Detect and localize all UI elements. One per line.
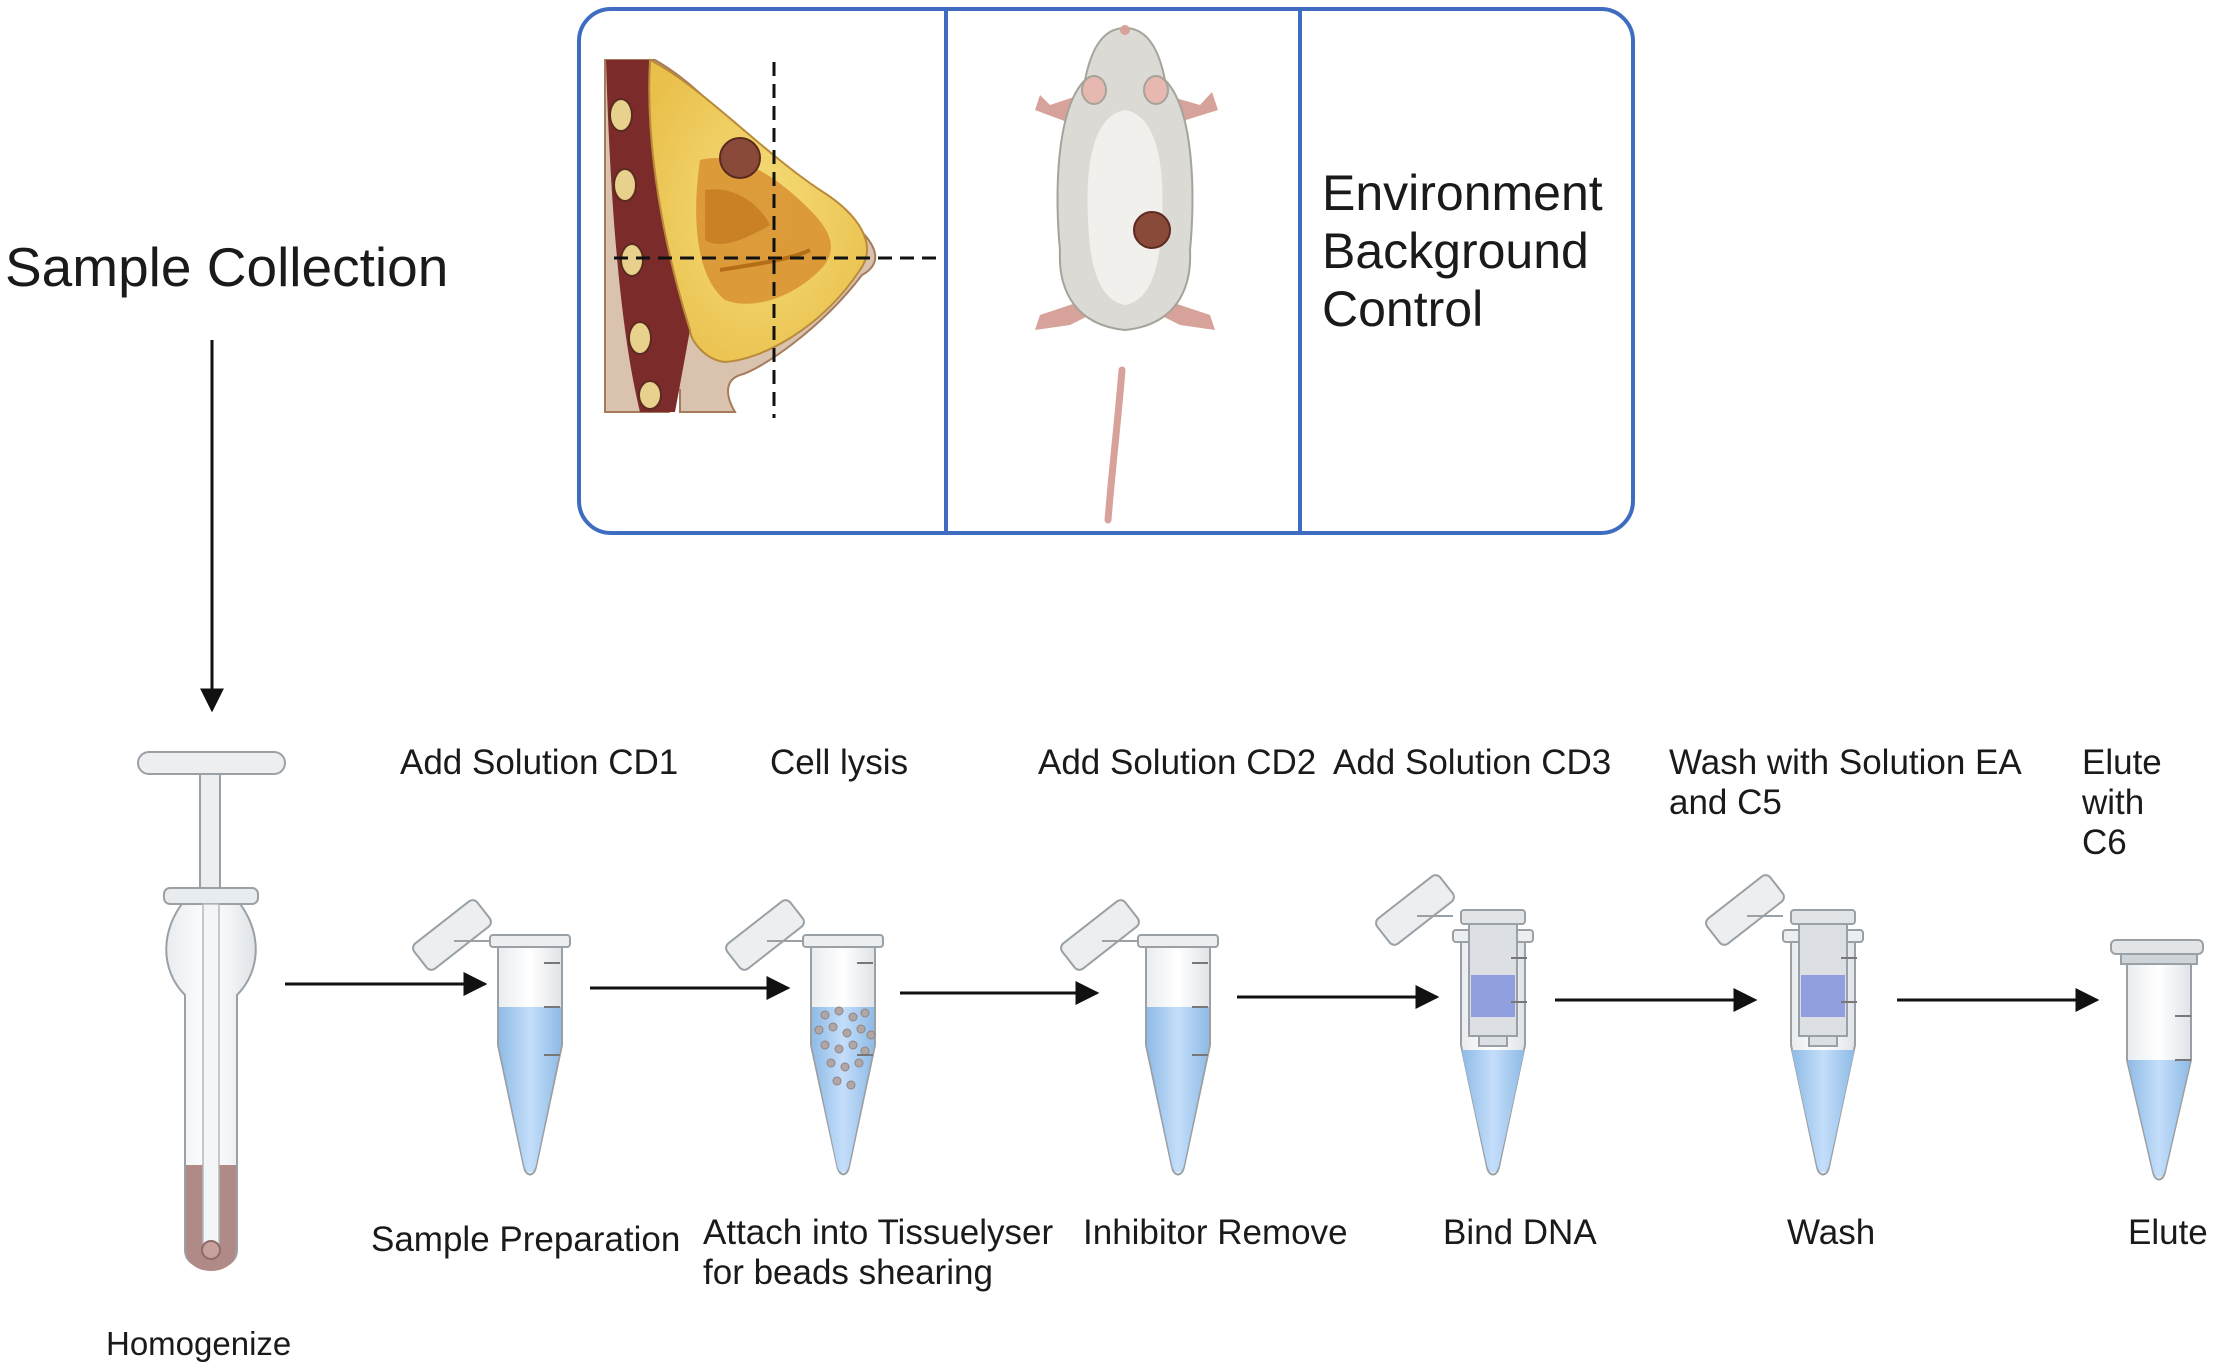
breast-tissue-icon [604,58,940,418]
step-bottom-label: Inhibitor Remove [1083,1213,1348,1252]
step-bottom-label: Wash [1787,1213,1876,1252]
step-top-label: Add Solution CD2 [1038,743,1317,782]
step-bottom-label: Elute [2128,1213,2208,1252]
tube-inhibitor-remove [1060,899,1219,1176]
step-bottom-label: Attach into Tissuelyser for beads sheari… [703,1213,1054,1292]
tube-elute [2110,939,2204,1181]
tube-wash [1705,874,1864,1176]
sample-collection-title: Sample Collection [5,236,449,298]
step-bottom-label: Sample Preparation [371,1220,681,1259]
step-top-label: Cell lysis [770,743,909,782]
step-bottom-label: Homogenize [106,1325,292,1362]
step-top-label: Wash with Solution EA and C5 [1669,743,2022,822]
homogenizer-icon [137,751,286,1271]
mouse-tumor-icon [1035,25,1218,524]
tube-cell-lysis [725,899,884,1176]
step-arrows [285,972,2100,1012]
environment-control-label: Environment Background Control [1322,165,1603,337]
tube-sample-preparation [412,899,571,1176]
step-bottom-label: Bind DNA [1443,1213,1597,1252]
step-top-label: Elute with C6 [2082,743,2162,862]
step-top-label: Add Solution CD3 [1333,743,1612,782]
tube-bind-dna [1375,874,1534,1176]
step-top-label: Add Solution CD1 [400,743,679,782]
